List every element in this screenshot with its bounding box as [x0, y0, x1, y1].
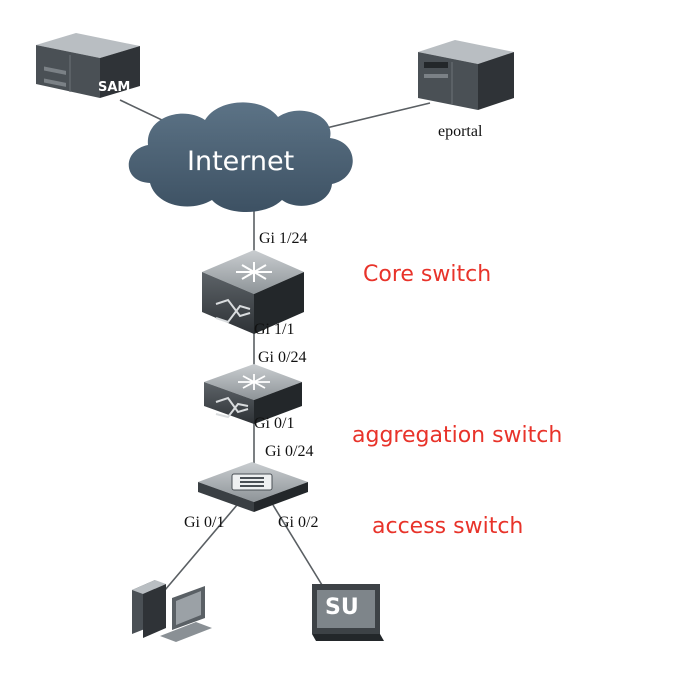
links	[119, 99, 431, 591]
internet-cloud-icon	[128, 102, 353, 212]
sam-server-label: SAM	[98, 80, 131, 95]
link-access-su	[272, 504, 323, 586]
sam-server-icon	[36, 33, 140, 98]
port-access-pc: Gi 0/1	[184, 514, 225, 531]
internet-label: Internet	[187, 146, 295, 177]
access-switch-icon	[198, 462, 308, 512]
access-switch-label: access switch	[372, 514, 524, 539]
port-core-downlink: Gi 1/1	[254, 321, 295, 338]
su-terminal-label: SU	[325, 595, 359, 620]
port-access-su: Gi 0/2	[278, 514, 319, 531]
port-core-uplink: Gi 1/24	[259, 230, 308, 247]
eportal-server-icon	[418, 40, 514, 110]
su-terminal-icon	[312, 584, 384, 641]
link-eportal-internet	[317, 102, 431, 131]
aggregation-switch-label: aggregation switch	[352, 423, 563, 448]
link-access-pc	[164, 504, 238, 591]
eportal-server-label: eportal	[438, 123, 483, 140]
pc-icon	[132, 580, 212, 642]
core-switch-icon	[202, 250, 304, 334]
port-agg-uplink: Gi 0/24	[258, 349, 307, 366]
core-switch-label: Core switch	[363, 262, 492, 287]
port-agg-downlink: Gi 0/1	[254, 415, 295, 432]
port-access-uplink: Gi 0/24	[265, 443, 314, 460]
aggregation-switch-icon	[204, 364, 302, 424]
